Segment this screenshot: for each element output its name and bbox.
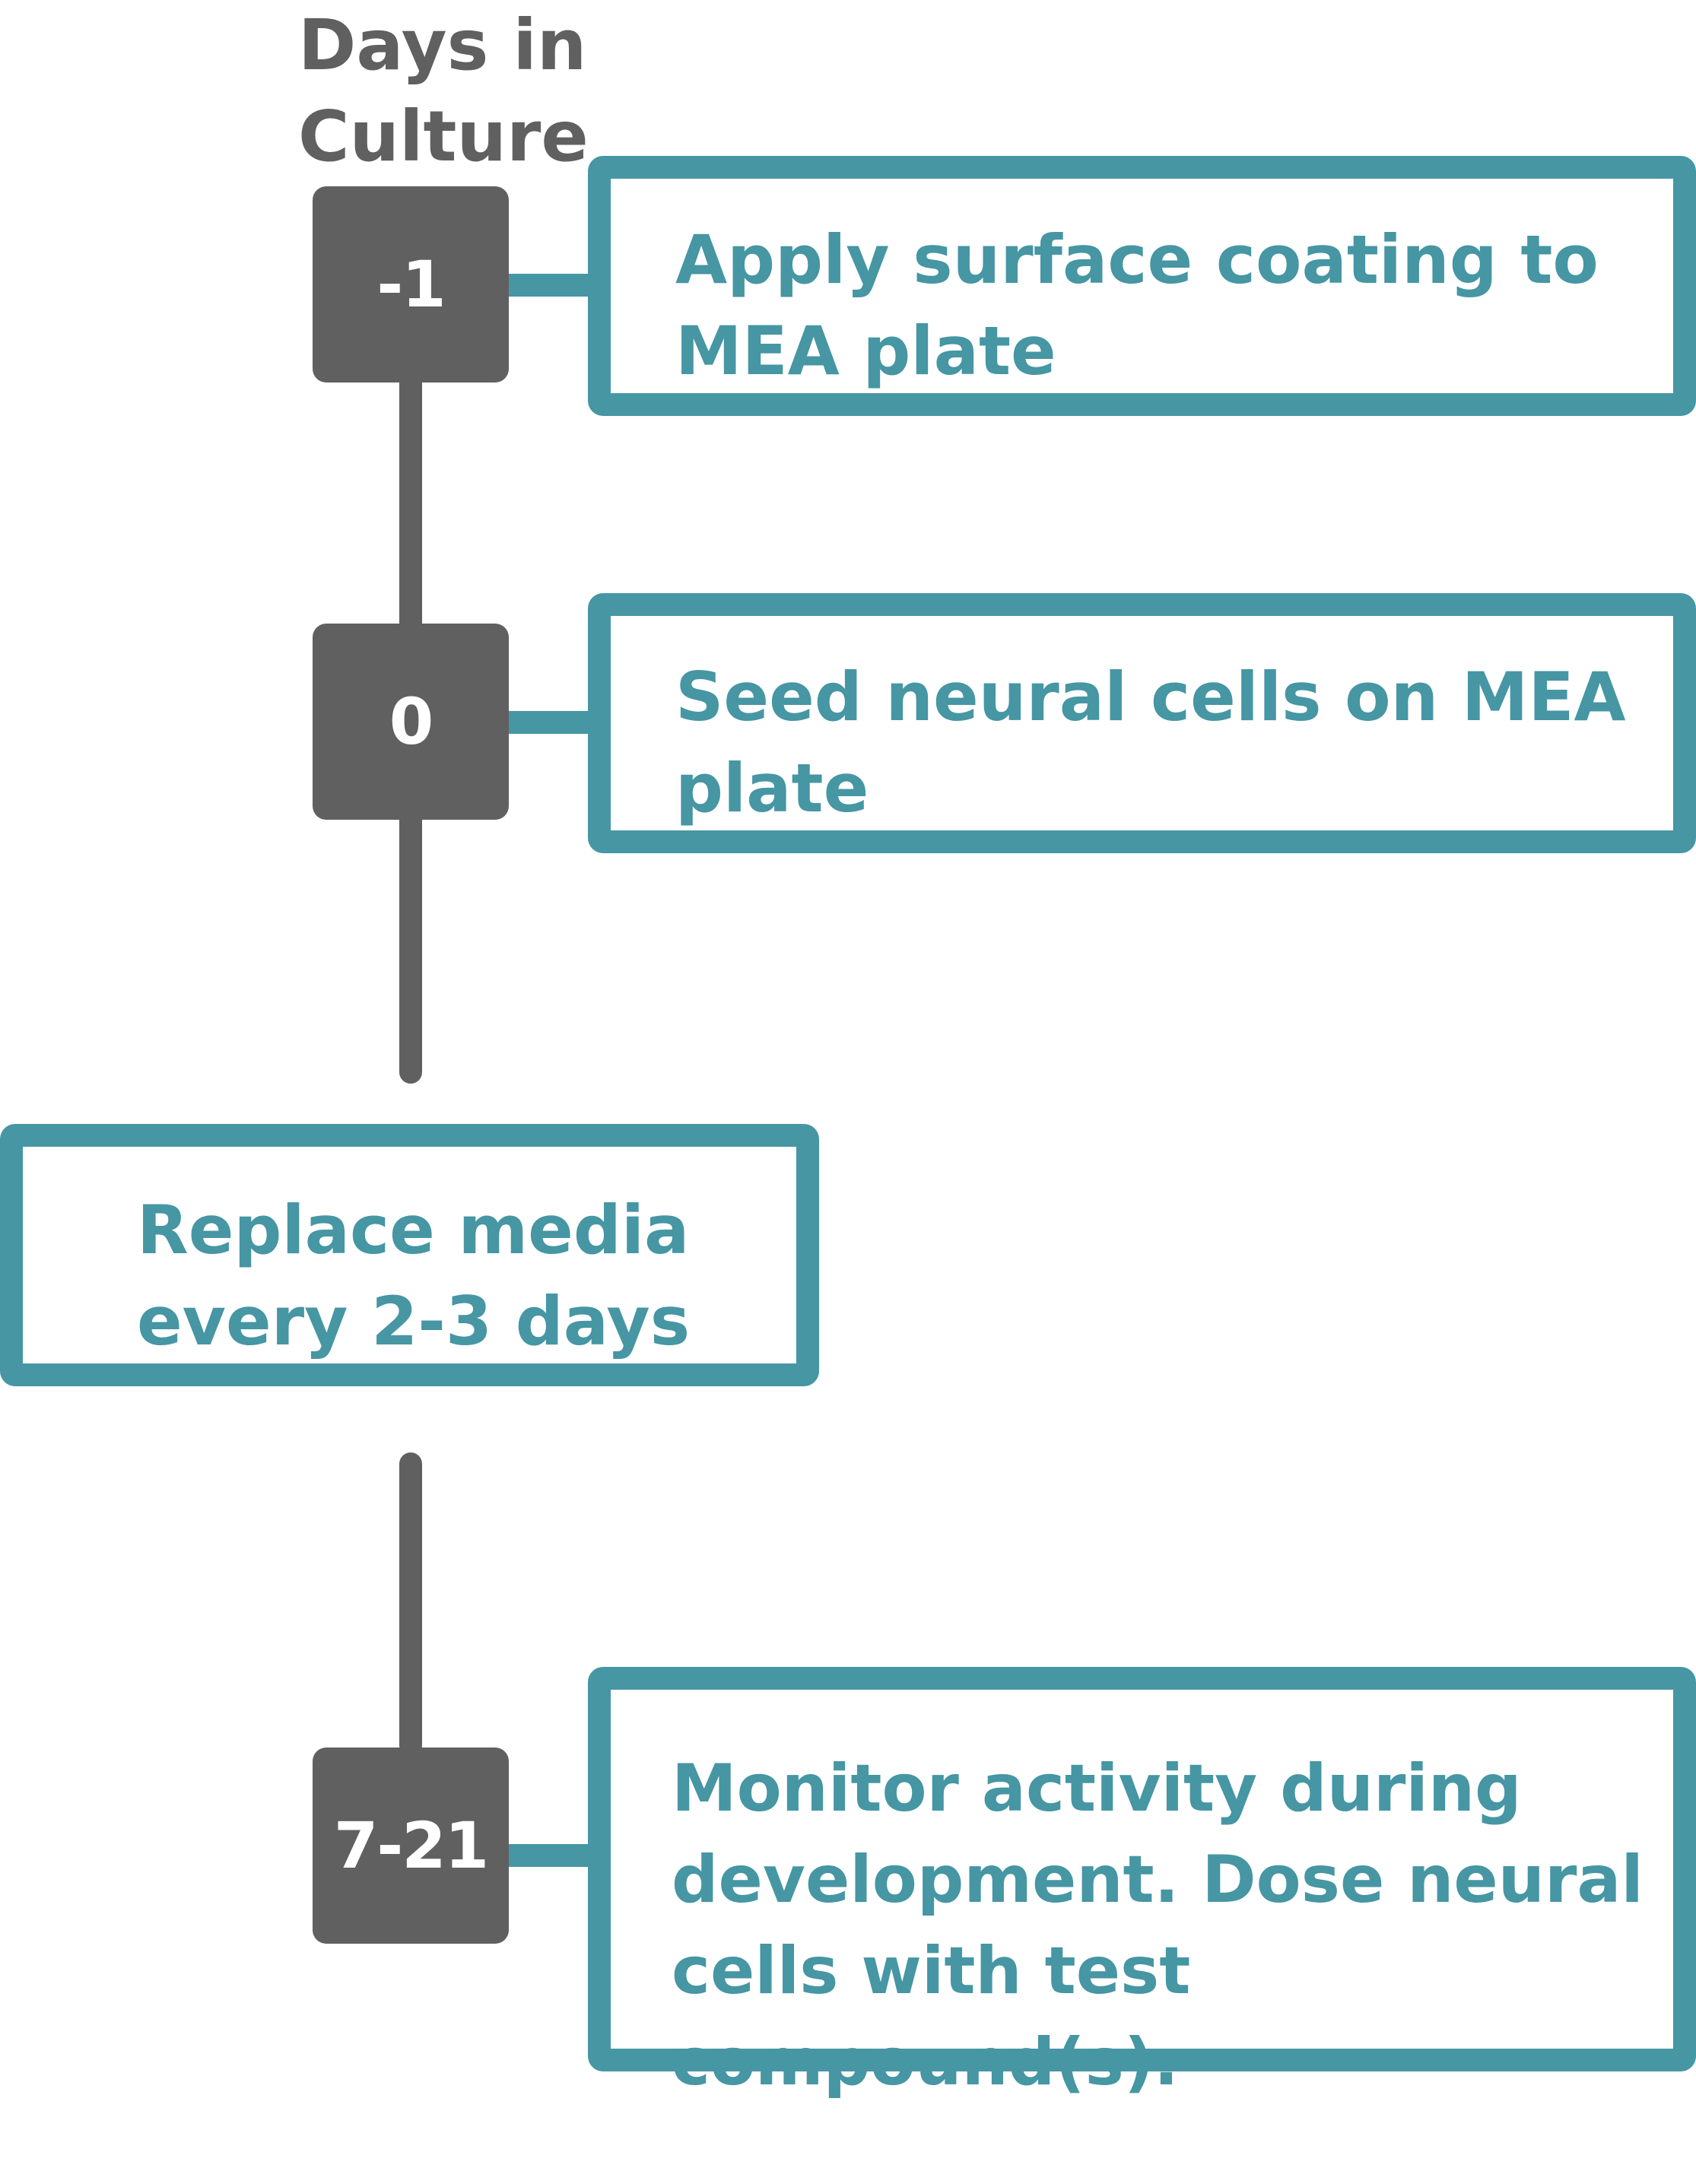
header-line-2: Culture <box>298 96 589 177</box>
step-text-2: Seed neural cells on MEA plate <box>675 658 1626 827</box>
step-text-4: Monitor activity during development. Dos… <box>672 1751 1644 2100</box>
timeline-segment-3 <box>399 1452 422 1757</box>
step-box-3: Replace media every 2-3 days <box>0 1124 819 1386</box>
header-line-1: Days in <box>298 5 587 86</box>
timeline-header: Days in Culture <box>298 0 618 183</box>
step-box-1: Apply surface coating to MEA plate <box>588 156 1696 416</box>
day-marker-4: 7-21 <box>313 1748 509 1944</box>
step-text-1: Apply surface coating to MEA plate <box>675 221 1599 390</box>
step-text-3: Replace media every 2-3 days <box>137 1191 691 1360</box>
step-box-4: Monitor activity during development. Dos… <box>588 1667 1696 2100</box>
day-marker-1: -1 <box>313 186 509 383</box>
day-marker-2: 0 <box>313 624 509 820</box>
timeline-segment-2 <box>399 798 422 1084</box>
timeline-segment-1 <box>399 365 422 639</box>
step-box-2: Seed neural cells on MEA plate <box>588 593 1696 853</box>
